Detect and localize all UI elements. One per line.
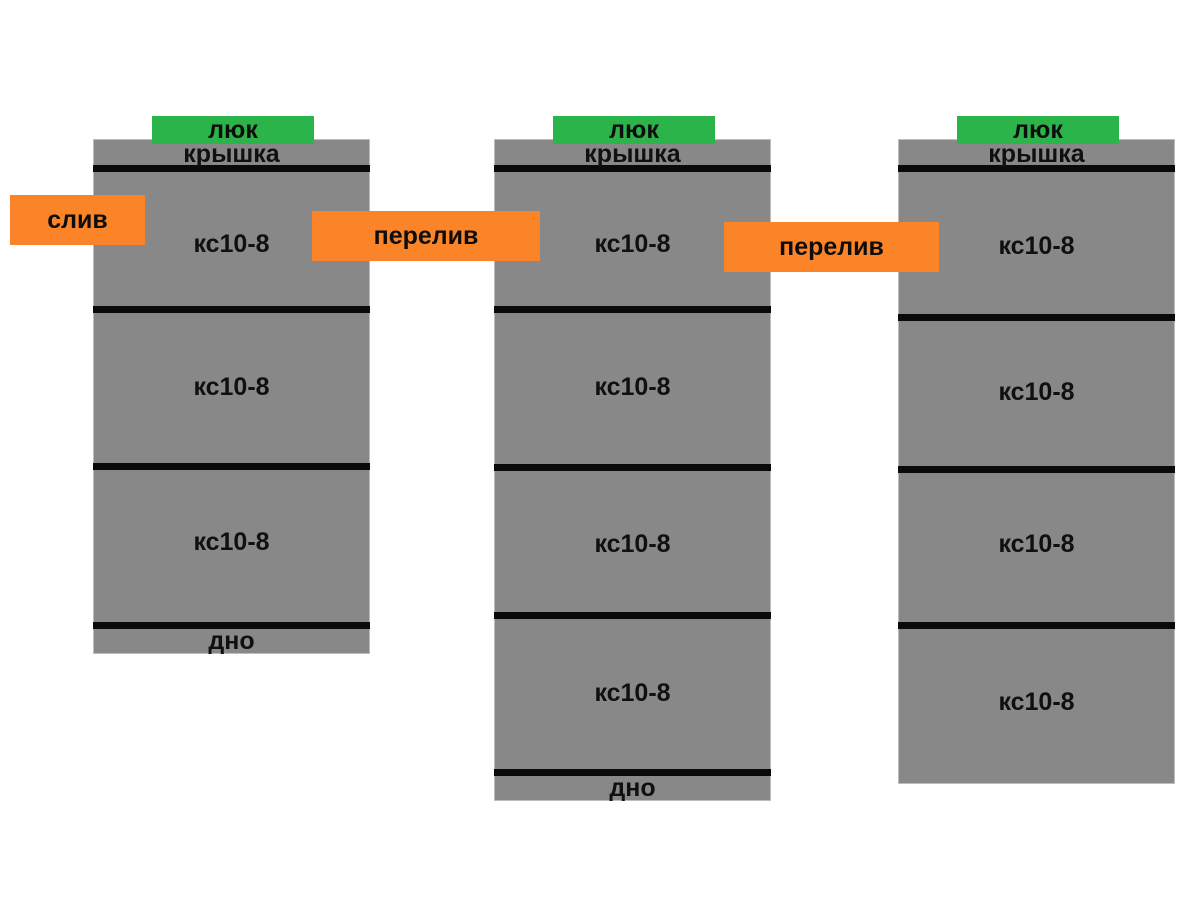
tank-2-joint-3 <box>494 612 771 619</box>
tank-2-joint-0 <box>494 165 771 172</box>
drain-pipe: слив <box>10 195 145 245</box>
tank-1-hatch: люк <box>152 116 314 144</box>
tank-3-joint-3 <box>898 622 1175 629</box>
tank-3-hatch-label: люк <box>1013 115 1063 144</box>
tank-2-joint-1 <box>494 306 771 313</box>
tank-3-body <box>898 139 1175 784</box>
tank-2-joint-4 <box>494 769 771 776</box>
tank-2-hatch-label: люк <box>609 115 659 144</box>
tank-2-joint-2 <box>494 464 771 471</box>
overflow-pipe-2: перелив <box>724 222 939 272</box>
tank-3-joint-2 <box>898 466 1175 473</box>
tank-1-joint-1 <box>93 306 370 313</box>
overflow-pipe-2-label: перелив <box>779 232 884 261</box>
tank-1-joint-0 <box>93 165 370 172</box>
tank-3-joint-0 <box>898 165 1175 172</box>
tank-1-joint-3 <box>93 622 370 629</box>
tank-1-joint-2 <box>93 463 370 470</box>
tank-3-joint-1 <box>898 314 1175 321</box>
tank-3-hatch: люк <box>957 116 1119 144</box>
tank-1-hatch-label: люк <box>208 115 258 144</box>
overflow-pipe-1: перелив <box>312 211 540 261</box>
tank-2-hatch: люк <box>553 116 715 144</box>
drain-pipe-label: слив <box>47 205 108 234</box>
overflow-pipe-1-label: перелив <box>373 221 479 250</box>
